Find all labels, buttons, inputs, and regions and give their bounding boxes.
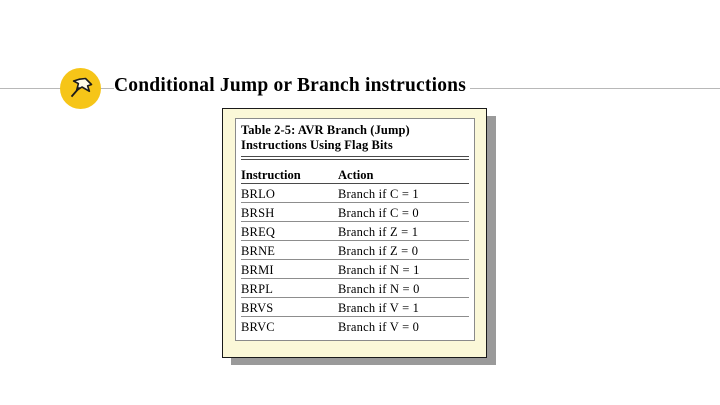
table-card: Table 2-5: AVR Branch (Jump) Instruction… <box>222 108 487 358</box>
table-row: BRLO Branch if C = 1 <box>241 184 469 203</box>
table-row: BRVC Branch if V = 0 <box>241 317 469 335</box>
row-divider <box>241 278 469 279</box>
table-row: BRNE Branch if Z = 0 <box>241 241 469 260</box>
cell-instruction: BRMI <box>241 263 274 277</box>
cell-instruction: BRPL <box>241 282 274 296</box>
cell-action: Branch if V = 0 <box>338 320 420 334</box>
cell-instruction: BRVC <box>241 320 275 334</box>
cell-action: Branch if N = 0 <box>338 282 420 296</box>
cell-instruction: BRSH <box>241 206 275 220</box>
page-title: Conditional Jump or Branch instructions <box>114 72 471 100</box>
cell-instruction: BRNE <box>241 244 276 258</box>
cell-action: Branch if N = 1 <box>338 263 420 277</box>
row-divider <box>241 240 469 241</box>
cell-instruction: BREQ <box>241 225 276 239</box>
table-caption-line-2: Instructions Using Flag Bits <box>241 138 393 152</box>
row-divider <box>241 202 469 203</box>
table-caption-line-1: Table 2-5: AVR Branch (Jump) <box>241 123 410 137</box>
table-panel: Table 2-5: AVR Branch (Jump) Instruction… <box>235 118 475 341</box>
row-divider <box>241 259 469 260</box>
column-header-action: Action <box>338 168 374 182</box>
pushpin-icon <box>60 68 101 109</box>
table-header-row: Instruction Action <box>241 160 469 184</box>
cell-action: Branch if Z = 1 <box>338 225 419 239</box>
cell-instruction: BRVS <box>241 301 274 315</box>
table-row: BREQ Branch if Z = 1 <box>241 222 469 241</box>
cell-action: Branch if V = 1 <box>338 301 420 315</box>
row-divider <box>241 297 469 298</box>
cell-instruction: BRLO <box>241 187 276 201</box>
column-header-instruction: Instruction <box>241 168 301 182</box>
row-divider <box>241 221 469 222</box>
caption-divider <box>241 156 469 160</box>
cell-action: Branch if C = 0 <box>338 206 419 220</box>
cell-action: Branch if C = 1 <box>338 187 419 201</box>
slide-title-row: Conditional Jump or Branch instructions <box>0 66 720 116</box>
table-caption: Table 2-5: AVR Branch (Jump) Instruction… <box>241 123 469 153</box>
table-row: BRSH Branch if C = 0 <box>241 203 469 222</box>
header-divider <box>241 183 469 184</box>
table-row: BRVS Branch if V = 1 <box>241 298 469 317</box>
branch-instructions-table: Instruction Action BRLO Branch if C = 1 … <box>241 160 469 335</box>
cell-action: Branch if Z = 0 <box>338 244 419 258</box>
table-row: BRPL Branch if N = 0 <box>241 279 469 298</box>
table-row: BRMI Branch if N = 1 <box>241 260 469 279</box>
row-divider <box>241 316 469 317</box>
